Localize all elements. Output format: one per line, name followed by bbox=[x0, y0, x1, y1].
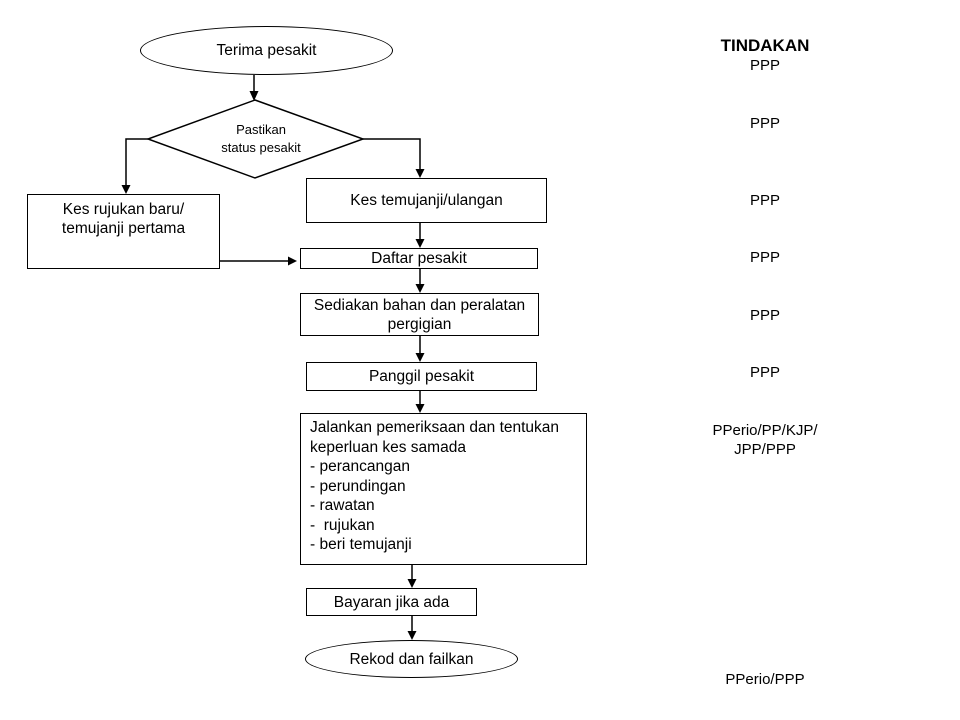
register-label: Daftar pesakit bbox=[371, 250, 467, 267]
left-branch-label: Kes rujukan baru/ temujanji pertama bbox=[61, 201, 186, 237]
end-node: Rekod dan failkan bbox=[305, 640, 518, 678]
action-label: PPP bbox=[749, 249, 780, 266]
prepare-label: Sediakan bahan dan peralatan pergigian bbox=[313, 296, 526, 333]
left-branch-node: Kes rujukan baru/ temujanji pertama bbox=[27, 194, 220, 269]
arrow-register-to-prepare bbox=[415, 269, 425, 293]
action-label: PPerio/PPP bbox=[725, 671, 805, 688]
payment-node: Bayaran jika ada bbox=[306, 588, 477, 616]
arrow-call-to-examine bbox=[415, 391, 425, 413]
register-node: Daftar pesakit bbox=[300, 248, 538, 269]
payment-label: Bayaran jika ada bbox=[333, 593, 450, 611]
call-node: Panggil pesakit bbox=[306, 362, 537, 391]
action-label: PPP bbox=[749, 192, 780, 209]
arrow-prepare-to-call bbox=[415, 336, 425, 362]
arrow-left-branch-to-register bbox=[220, 256, 297, 266]
arrow-examine-to-payment bbox=[407, 565, 417, 588]
arrow-payment-to-end bbox=[407, 616, 417, 640]
right-branch-node: Kes temujanji/ulangan bbox=[306, 178, 547, 223]
end-label: Rekod dan failkan bbox=[349, 650, 474, 668]
decision-label: Pastikan status pesakit bbox=[221, 122, 301, 155]
arrow-right-branch-to-register bbox=[415, 223, 425, 248]
right-branch-label: Kes temujanji/ulangan bbox=[350, 192, 503, 209]
arrow-start-to-decision bbox=[249, 75, 259, 101]
decision-node: Pastikan status pesakit bbox=[180, 113, 342, 165]
action-label: PPerio/PP/KJP/ JPP/PPP bbox=[712, 422, 818, 458]
action-label: PPP bbox=[749, 307, 780, 324]
action-label: PPP bbox=[749, 57, 780, 74]
actions-column-header: TINDAKAN bbox=[720, 36, 810, 55]
call-label: Panggil pesakit bbox=[368, 368, 475, 385]
action-label: PPP bbox=[749, 115, 780, 132]
start-label: Terima pesakit bbox=[216, 42, 317, 59]
prepare-node: Sediakan bahan dan peralatan pergigian bbox=[300, 293, 539, 336]
start-node: Terima pesakit bbox=[140, 26, 393, 75]
examine-node: Jalankan pemeriksaan dan tentukan keperl… bbox=[300, 413, 587, 565]
action-label: PPP bbox=[749, 364, 780, 381]
arrow-decision-to-left-branch bbox=[121, 138, 148, 194]
arrow-decision-to-right-branch bbox=[363, 138, 425, 178]
decision-diamond-shape bbox=[145, 99, 366, 179]
